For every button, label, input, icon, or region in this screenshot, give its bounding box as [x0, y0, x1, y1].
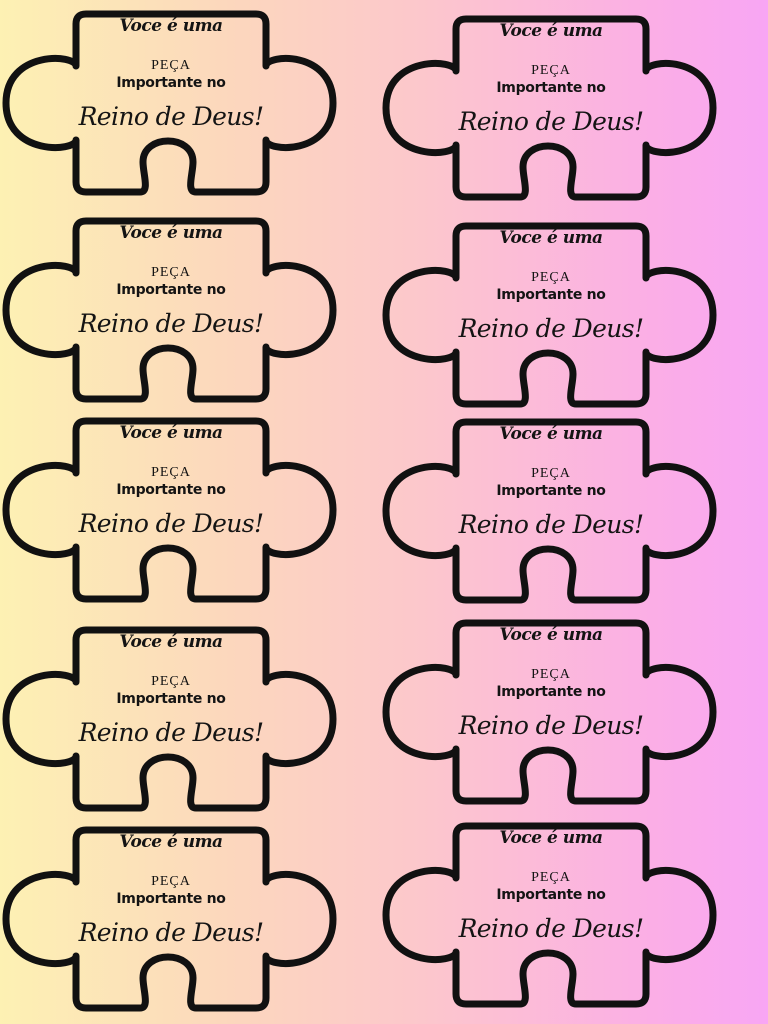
card-line-3: Importante no — [116, 75, 226, 91]
card-line-1: Voce é uma — [499, 228, 603, 248]
card-line-4: Reino de Deus! — [458, 510, 644, 539]
puzzle-piece-icon — [2, 217, 337, 403]
puzzle-card: Voce é uma PEÇA Importante no Reino de D… — [382, 822, 717, 1008]
card-line-2: PEÇA — [151, 465, 191, 480]
card-line-4: Reino de Deus! — [458, 711, 644, 740]
card-line-3: Importante no — [496, 80, 606, 96]
card-line-1: Voce é uma — [119, 16, 223, 36]
puzzle-piece-icon — [382, 822, 717, 1008]
card-line-2: PEÇA — [531, 63, 571, 78]
puzzle-card: Voce é uma PEÇA Importante no Reino de D… — [382, 15, 717, 201]
card-line-2: PEÇA — [531, 870, 571, 885]
card-line-4: Reino de Deus! — [78, 309, 264, 338]
card-line-2: PEÇA — [151, 874, 191, 889]
card-line-1: Voce é uma — [119, 423, 223, 443]
card-line-3: Importante no — [116, 891, 226, 907]
card-line-1: Voce é uma — [499, 424, 603, 444]
card-line-4: Reino de Deus! — [458, 314, 644, 343]
card-line-1: Voce é uma — [119, 832, 223, 852]
puzzle-piece-icon — [382, 222, 717, 408]
puzzle-card: Voce é uma PEÇA Importante no Reino de D… — [2, 217, 337, 403]
puzzle-piece-icon — [2, 417, 337, 603]
card-line-4: Reino de Deus! — [78, 718, 264, 747]
card-line-2: PEÇA — [151, 58, 191, 73]
puzzle-piece-icon — [382, 619, 717, 805]
card-line-3: Importante no — [116, 691, 226, 707]
card-line-4: Reino de Deus! — [458, 107, 644, 136]
card-line-3: Importante no — [116, 482, 226, 498]
card-line-2: PEÇA — [531, 466, 571, 481]
card-line-3: Importante no — [496, 483, 606, 499]
card-line-3: Importante no — [496, 287, 606, 303]
card-line-4: Reino de Deus! — [78, 102, 264, 131]
card-line-2: PEÇA — [151, 265, 191, 280]
card-line-4: Reino de Deus! — [458, 914, 644, 943]
puzzle-piece-icon — [382, 15, 717, 201]
card-line-2: PEÇA — [531, 270, 571, 285]
card-line-3: Importante no — [116, 282, 226, 298]
card-line-1: Voce é uma — [499, 21, 603, 41]
card-line-1: Voce é uma — [119, 632, 223, 652]
puzzle-piece-icon — [382, 418, 717, 604]
puzzle-piece-icon — [2, 10, 337, 196]
card-line-4: Reino de Deus! — [78, 509, 264, 538]
card-line-2: PEÇA — [151, 674, 191, 689]
card-line-2: PEÇA — [531, 667, 571, 682]
card-line-1: Voce é uma — [499, 828, 603, 848]
puzzle-card: Voce é uma PEÇA Importante no Reino de D… — [382, 222, 717, 408]
card-line-3: Importante no — [496, 887, 606, 903]
card-line-1: Voce é uma — [499, 625, 603, 645]
puzzle-card: Voce é uma PEÇA Importante no Reino de D… — [2, 826, 337, 1012]
puzzle-card: Voce é uma PEÇA Importante no Reino de D… — [2, 626, 337, 812]
puzzle-piece-icon — [2, 626, 337, 812]
card-line-1: Voce é uma — [119, 223, 223, 243]
puzzle-card: Voce é uma PEÇA Importante no Reino de D… — [382, 619, 717, 805]
puzzle-card: Voce é uma PEÇA Importante no Reino de D… — [2, 417, 337, 603]
puzzle-piece-icon — [2, 826, 337, 1012]
puzzle-card: Voce é uma PEÇA Importante no Reino de D… — [2, 10, 337, 196]
puzzle-card: Voce é uma PEÇA Importante no Reino de D… — [382, 418, 717, 604]
card-line-4: Reino de Deus! — [78, 918, 264, 947]
card-line-3: Importante no — [496, 684, 606, 700]
